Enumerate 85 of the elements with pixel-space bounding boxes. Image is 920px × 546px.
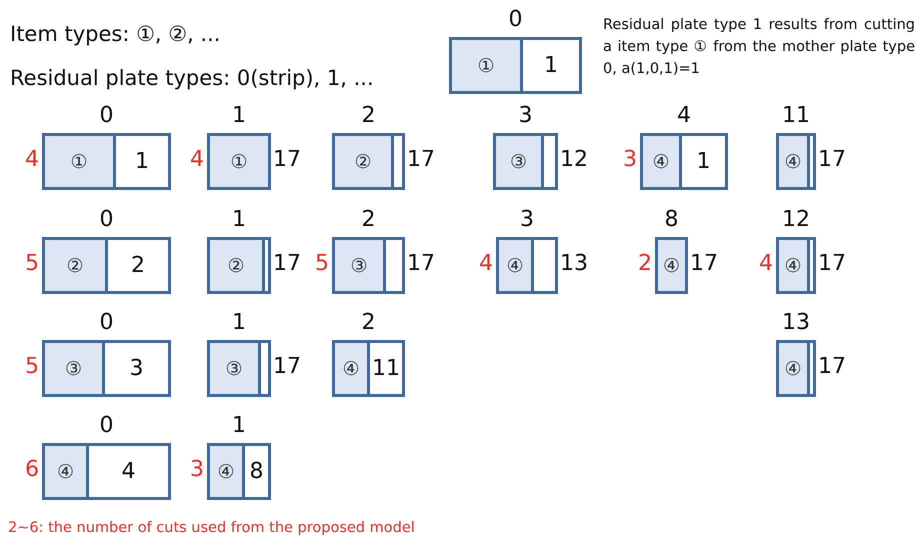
item-part: ① <box>45 136 113 187</box>
residual-number: 12 <box>560 147 588 173</box>
plate-box <box>332 340 405 397</box>
cut-count: 4 <box>25 147 39 173</box>
plate-type-number: 1 <box>231 207 247 233</box>
item-part: ① <box>210 136 268 187</box>
plate-box <box>207 443 271 500</box>
plate-box <box>42 237 171 294</box>
item-part: ③ <box>45 343 102 394</box>
residual-number: 17 <box>818 147 846 173</box>
residual-number: 17 <box>690 251 718 277</box>
residual-number: 17 <box>273 251 301 277</box>
plate-box <box>42 133 171 190</box>
item-part: ② <box>210 240 262 291</box>
plate-box <box>776 133 816 190</box>
item-part: ③ <box>496 136 541 187</box>
residual-strip <box>807 240 813 291</box>
plate-box <box>207 237 271 294</box>
plate-type-number: 1 <box>231 103 247 129</box>
cut-count: 5 <box>315 251 329 277</box>
item-part: ② <box>335 136 391 187</box>
cut-count: 4 <box>479 251 493 277</box>
plate-type-number: 2 <box>360 207 376 233</box>
item-part: ④ <box>779 343 807 394</box>
item-part: ④ <box>335 343 367 394</box>
item-part: ② <box>45 240 105 291</box>
residual-number: 17 <box>273 354 301 380</box>
plate-box <box>493 133 558 190</box>
cut-count: 4 <box>759 251 773 277</box>
item-part: ① <box>452 40 520 91</box>
plate-box <box>496 237 558 294</box>
cut-count: 3 <box>190 457 204 483</box>
plate-type-number: 2 <box>360 310 376 336</box>
residual-number: 17 <box>818 251 846 277</box>
residual-number: 17 <box>407 251 435 277</box>
item-part: ④ <box>779 136 807 187</box>
plate-box <box>207 340 271 397</box>
plate-box <box>449 37 582 94</box>
plate-type-number: 3 <box>519 207 535 233</box>
cut-count: 5 <box>25 354 39 380</box>
residual-number: 17 <box>407 147 435 173</box>
plate-box <box>640 133 728 190</box>
residual-number: 13 <box>560 251 588 277</box>
item-part: ④ <box>499 240 531 291</box>
plate-box <box>42 443 171 500</box>
plate-box <box>332 133 405 190</box>
item-part: ④ <box>45 446 86 497</box>
plate-type-number: 8 <box>664 207 680 233</box>
item-part: ③ <box>335 240 383 291</box>
residual-strip <box>807 136 813 187</box>
cut-count: 4 <box>190 147 204 173</box>
cut-count: 5 <box>25 251 39 277</box>
item-part: ④ <box>779 240 807 291</box>
plate-type-number: 4 <box>676 103 692 129</box>
item-part: ③ <box>210 343 258 394</box>
plate-type-number: 0 <box>508 7 524 33</box>
item-part: ④ <box>643 136 679 187</box>
residual-strip <box>807 343 813 394</box>
plate-type-number: 1 <box>231 413 247 439</box>
plate-box <box>42 340 171 397</box>
plate-box <box>776 237 816 294</box>
plate-type-number: 3 <box>518 103 534 129</box>
item-part: ④ <box>210 446 242 497</box>
residual-number: 17 <box>818 354 846 380</box>
plate-box <box>332 237 405 294</box>
cut-count: 2 <box>638 251 652 277</box>
plate-type-number: 0 <box>98 207 114 233</box>
residual-number: 17 <box>273 147 301 173</box>
plate-type-number: 0 <box>98 103 114 129</box>
cut-count: 3 <box>623 147 637 173</box>
plate-type-number: 0 <box>98 413 114 439</box>
plate-type-number: 11 <box>781 103 811 129</box>
plate-type-number: 1 <box>231 310 247 336</box>
plate-type-number: 12 <box>781 207 811 233</box>
cut-count: 6 <box>25 457 39 483</box>
legend-text: Item types: ①, ②, ... <box>10 22 222 46</box>
residual-strip <box>262 240 268 291</box>
plate-type-number: 0 <box>98 310 114 336</box>
item-part: ④ <box>658 240 685 291</box>
plate-type-number: 13 <box>781 310 811 336</box>
footnote: 2~6: the number of cuts used from the proposed model <box>8 520 416 536</box>
plate-type-number: 2 <box>360 103 376 129</box>
note-text: Residual plate type 1 results from cutting a item type ① from the mother plate type 0, a(1,0,1)=1 <box>603 16 915 79</box>
legend-text: Residual plate types: 0(strip), 1, ... <box>10 66 375 90</box>
plate-box <box>776 340 816 397</box>
